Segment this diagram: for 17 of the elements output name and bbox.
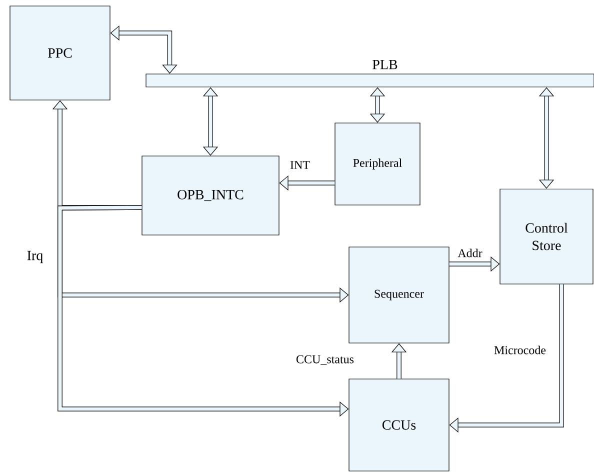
bus-arrow [538,87,554,189]
process-box: OPB_INTC [142,156,280,236]
edge-label: Addr [458,248,482,258]
bus-arrow [449,284,564,433]
bus-arrow [202,87,218,156]
process-box: Peripheral [334,122,420,206]
edge-label: CCU_status [296,355,354,365]
node-label: PLB [372,60,398,70]
edge-label: INT [290,161,310,169]
process-box: Control Store [500,188,594,284]
process-box: CCUs [348,378,450,472]
bus-bar: PLB [146,60,594,88]
bus-arrow [370,87,386,123]
edge-label: Microcode [494,346,546,354]
process-box: PPC [10,6,110,100]
process-box: Sequencer [348,246,450,344]
edge-label: Irq [27,250,43,264]
